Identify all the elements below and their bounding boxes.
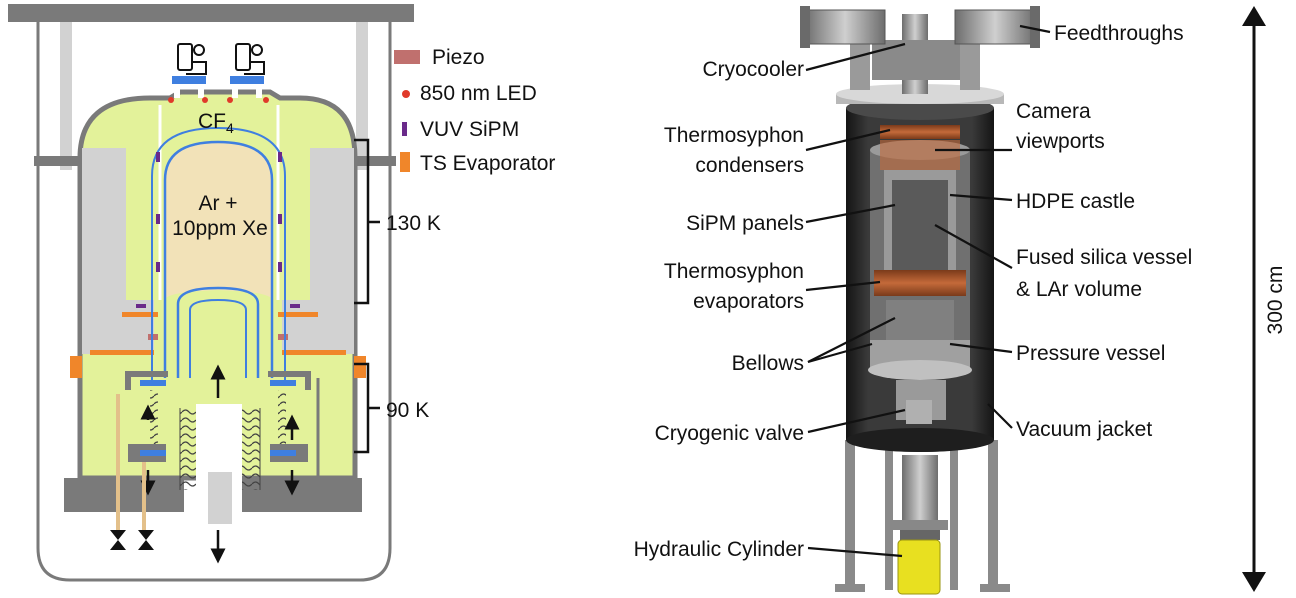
label-bellows: Bellows [732,352,804,375]
label-cryocooler: Cryocooler [702,58,804,81]
legend-swatch-evaporator [400,152,410,172]
label-fused-silica: Fused silica vessel [1016,246,1192,269]
hydraulic-stack [890,455,948,595]
label-hydraulic-cylinder: Hydraulic Cylinder [634,538,804,561]
temperature-brackets [354,138,380,454]
detector-rendering: Cryocooler Thermosyphon condensers SiPM … [634,6,1287,595]
support-legs [835,440,1010,592]
legend-swatch-sipm [402,122,407,136]
legend-swatch-led [402,90,410,98]
central-bellows [179,364,261,564]
label-cryogenic-valve: Cryogenic valve [655,422,804,445]
inner-label-line1: Ar + [198,192,237,215]
label-evaporators: evaporators [693,290,804,313]
label-thermosyphon-2: Thermosyphon [664,260,804,283]
rendering-labels-left: Cryocooler Thermosyphon condensers SiPM … [634,58,804,561]
led-markers [168,97,269,103]
label-lar-volume: & LAr volume [1016,278,1142,301]
outer-dewar [8,4,414,582]
camera-assemblies [172,43,265,98]
top-assembly [800,6,1040,94]
label-hdpe-castle: HDPE castle [1016,190,1135,213]
label-sipm-panels: SiPM panels [686,212,804,235]
gas-label: CF4 [198,110,234,136]
legend-label-evaporator: TS Evaporator [420,152,555,175]
label-condensers: condensers [695,154,804,177]
legend-label-piezo: Piezo [432,46,485,69]
label-vacuum-jacket: Vacuum jacket [1016,418,1152,441]
side-actuators [116,371,320,530]
camera-icon [177,43,207,75]
inner-label-line2: 10ppm Xe [172,217,268,240]
temp-130k-label: 130 K [386,212,441,235]
scale-label: 300 cm [1264,266,1287,335]
label-viewports: viewports [1016,130,1105,153]
temp-90k-label: 90 K [386,399,429,422]
vuv-sipm-markers [136,152,300,308]
camera-icon [235,43,265,75]
label-feedthroughs: Feedthroughs [1054,22,1184,45]
rendering-labels-right: Feedthroughs Camera viewports HDPE castl… [1016,22,1192,441]
pressure-vessel [868,125,972,424]
schematic-diagram: CF4 Ar + 10ppm Xe 130 K 90 K [8,4,441,582]
hydraulic-cylinder [897,539,941,595]
label-thermosyphon-1: Thermosyphon [664,124,804,147]
legend-label-led: 850 nm LED [420,82,537,105]
legend: Piezo 850 nm LED VUV SiPM TS Evaporator [394,46,555,175]
legend-swatch-piezo [394,50,420,64]
legend-label-sipm: VUV SiPM [420,118,519,141]
valve-icons [110,530,154,550]
leader-lines [805,24,1051,558]
label-pressure-vessel: Pressure vessel [1016,342,1165,365]
label-camera: Camera [1016,100,1091,123]
scale-arrow: 300 cm [1242,6,1287,592]
